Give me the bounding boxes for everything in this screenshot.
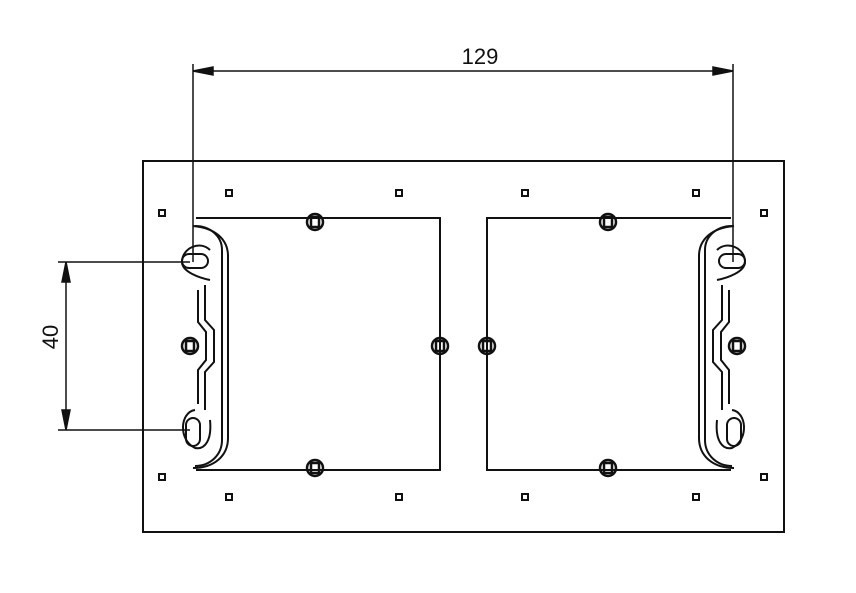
horizontal-dimension-label: 129 — [462, 44, 499, 69]
right-bracket — [698, 225, 747, 469]
left-box-outline — [196, 217, 441, 471]
left-bracket — [180, 225, 229, 469]
right-box-outline — [486, 217, 731, 471]
horizontal-dimension — [192, 64, 734, 262]
vertical-dimension — [58, 261, 190, 431]
screw-nuts — [180, 212, 747, 478]
mounting-plate-outline — [142, 160, 785, 533]
vertical-dimension-label: 40 — [38, 325, 63, 349]
mounting-holes — [158, 189, 768, 501]
